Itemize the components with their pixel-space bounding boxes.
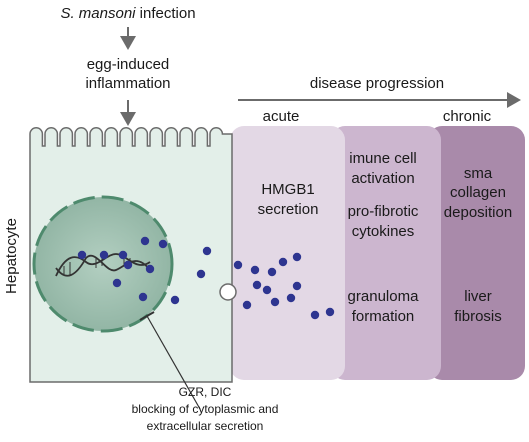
chronic-item1-line2: collagen — [450, 184, 506, 201]
hmgb1-particle — [270, 297, 280, 307]
middle-item2-line1: pro-fibrotic — [348, 203, 419, 220]
chronic-label: chronic — [443, 108, 492, 125]
chronic-item2-line1: liver — [464, 288, 492, 305]
hmgb1-particle — [118, 250, 128, 260]
acute-stage-box — [230, 126, 345, 380]
hmgb1-particle — [145, 264, 155, 274]
hmgb1-particles — [77, 236, 335, 320]
inhibition-line — [146, 315, 201, 410]
hmgb1-particle — [310, 310, 320, 320]
chronic-item2-line2: fibrosis — [454, 308, 502, 325]
hmgb1-particle — [99, 250, 109, 260]
infection-label: S. mansoni infection — [60, 5, 195, 22]
middle-item2-line2: cytokines — [352, 223, 415, 240]
hmgb1-particle — [170, 295, 180, 305]
hmgb1-particle — [325, 307, 335, 317]
progression-label: disease progression — [310, 75, 444, 92]
middle-item3-line1: granuloma — [348, 288, 420, 305]
inhibition-bar — [139, 311, 155, 321]
hmgb1-particle — [77, 250, 87, 260]
hmgb1-particle — [278, 257, 288, 267]
hmgb1-particle — [202, 246, 212, 256]
hmgb1-particle — [123, 260, 133, 270]
hmgb1-particle — [112, 278, 122, 288]
hmgb1-particle — [262, 285, 272, 295]
middle-item1-line2: activation — [351, 170, 414, 187]
hmgb1-particle — [196, 269, 206, 279]
hmgb1-particle — [286, 293, 296, 303]
acute-text-line1: HMGB1 — [261, 181, 314, 198]
hmgb1-particle — [158, 239, 168, 249]
chronic-item1-line3: deposition — [444, 204, 512, 221]
inhibitor-desc-line1: blocking of cytoplasmic and — [132, 402, 279, 416]
secretory-vesicle — [219, 283, 237, 301]
hepatocyte-label: Hepatocyte — [3, 218, 20, 294]
inhibitor-label: GZR, DIC — [179, 385, 232, 399]
chronic-item1-line1: sma — [464, 165, 493, 182]
middle-item1-line1: imune cell — [349, 150, 417, 167]
inhibitor-desc-line2: extracellular secretion — [147, 419, 264, 433]
middle-item3-line2: formation — [352, 308, 415, 325]
hmgb1-particle — [292, 281, 302, 291]
hmgb1-particle — [138, 292, 148, 302]
chronic-stage-box — [428, 126, 525, 380]
acute-text-line2: secretion — [258, 201, 319, 218]
hmgb1-particle — [250, 265, 260, 275]
acute-label: acute — [263, 108, 300, 125]
hmgb1-particle — [252, 280, 262, 290]
middle-stage-box — [331, 126, 441, 380]
hmgb1-particle — [140, 236, 150, 246]
hmgb1-particle — [267, 267, 277, 277]
inflammation-label-line1: egg-induced — [87, 56, 170, 73]
hmgb1-particle — [292, 252, 302, 262]
inflammation-label-line2: inflammation — [85, 75, 170, 92]
hmgb1-particle — [233, 260, 243, 270]
hmgb1-particle — [242, 300, 252, 310]
